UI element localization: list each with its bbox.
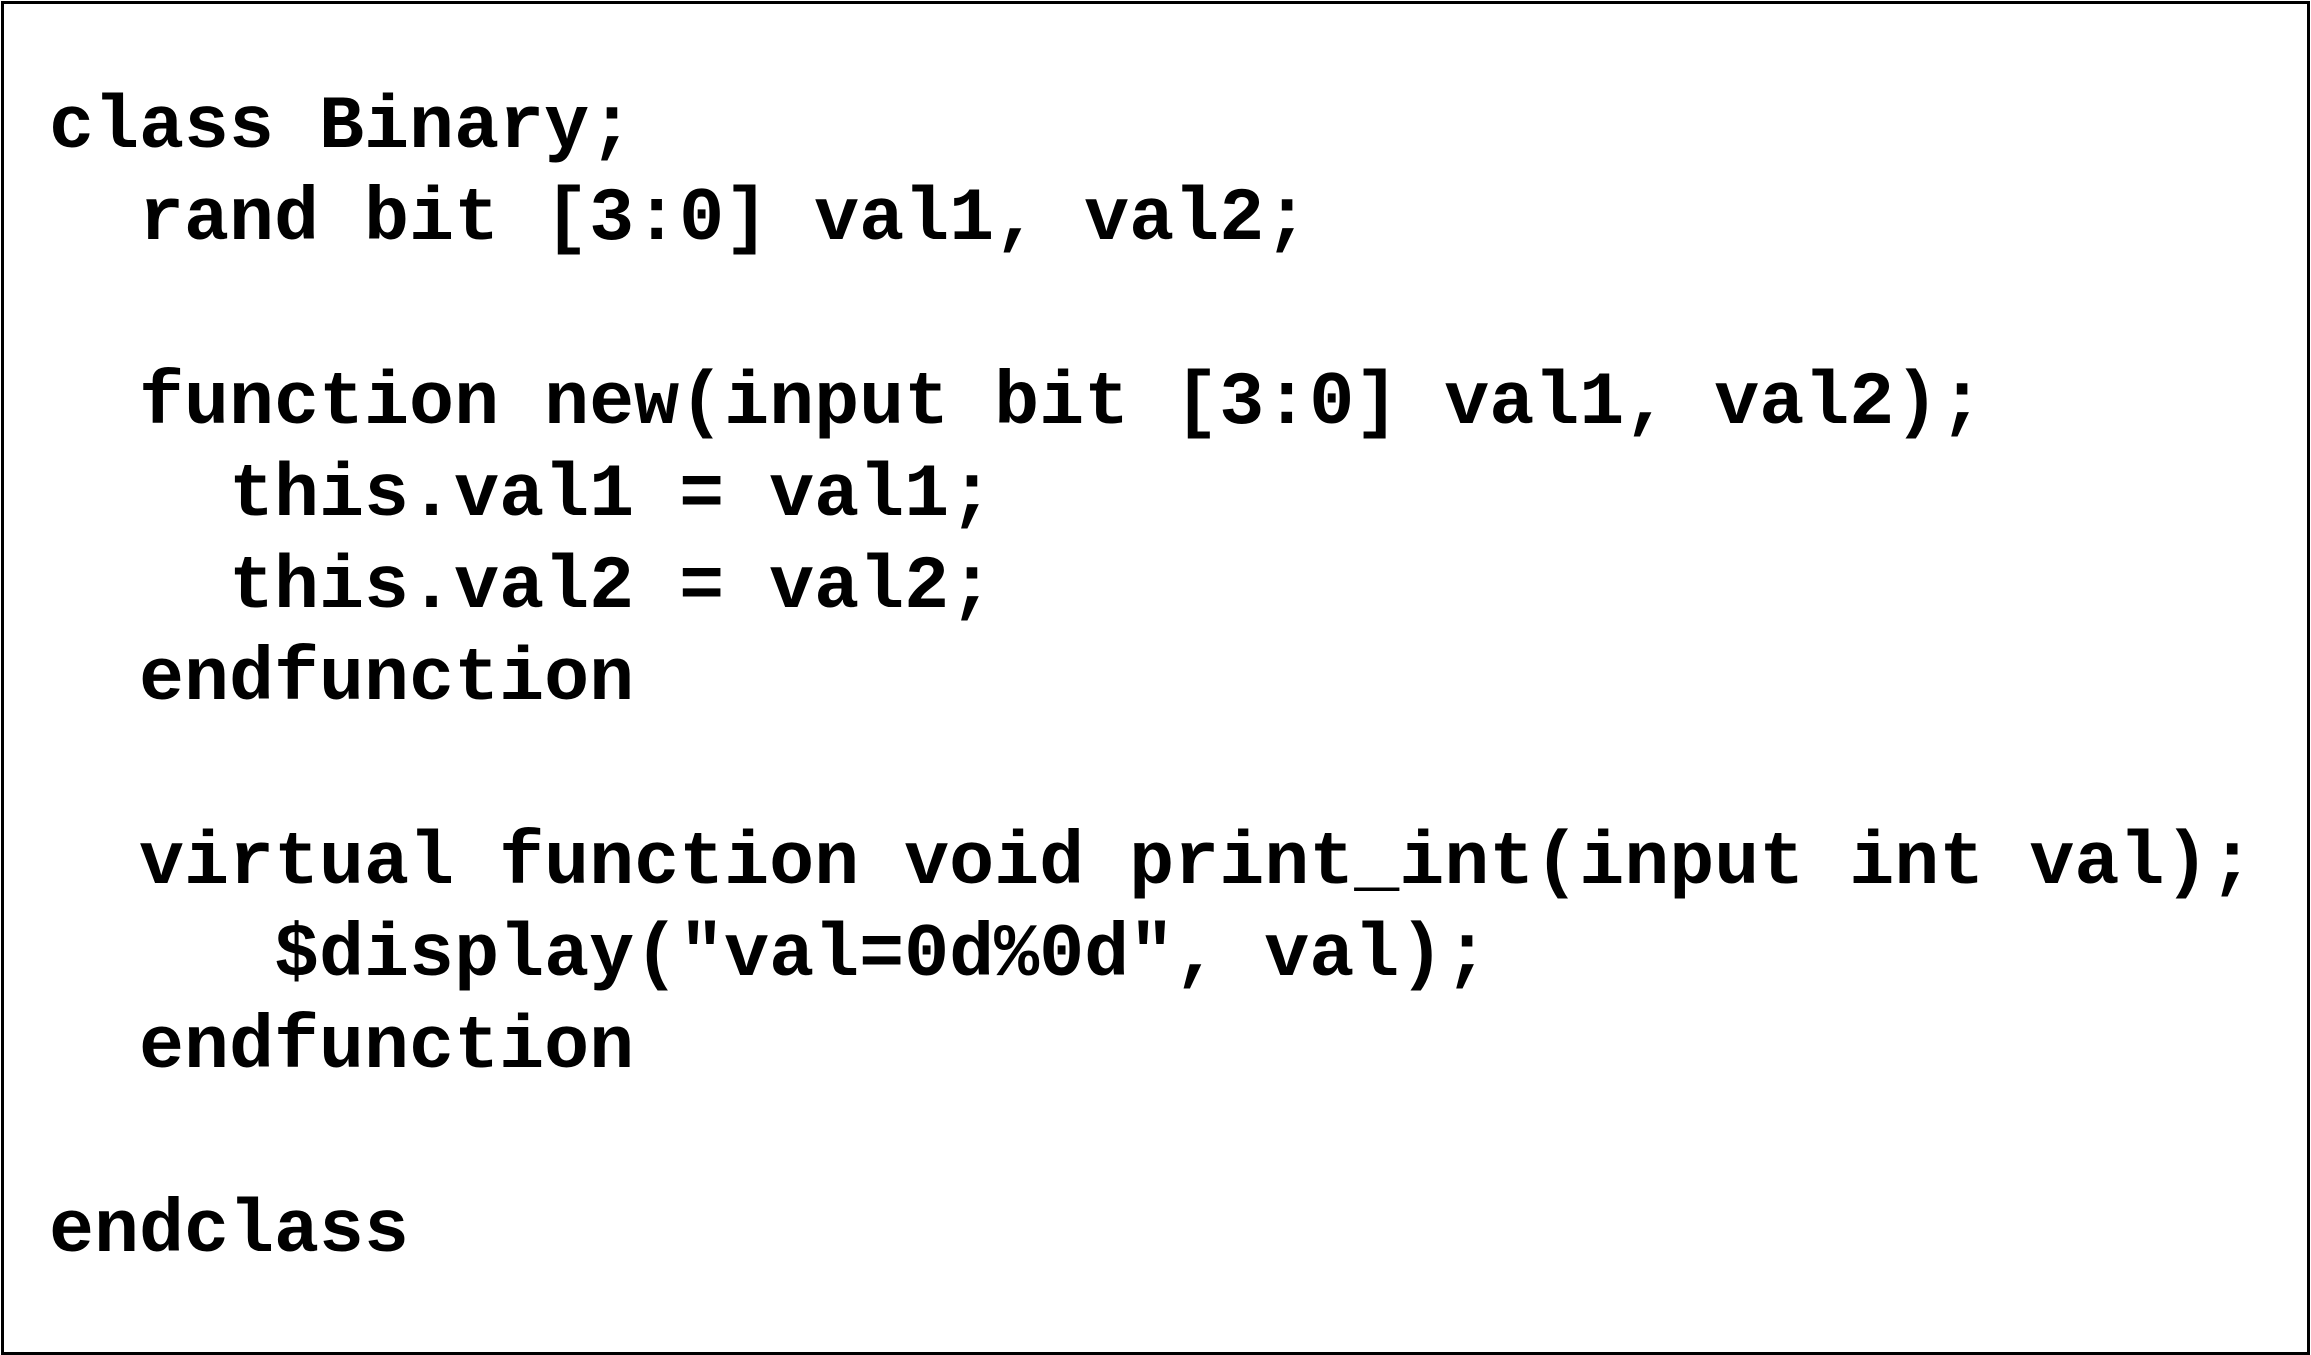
code-line: this.val2 = val2; [49,545,995,630]
code-line: class Binary; [49,85,635,170]
code-line: $display("val=0d%0d", val); [49,913,1490,998]
code-line: rand bit [3:0] val1, val2; [49,177,1310,262]
code-line: virtual function void print_int(input in… [49,821,2255,906]
code-line [49,726,2254,818]
code-line: endfunction [49,637,635,722]
code-line: endfunction [49,1005,635,1090]
code-line [49,266,2254,358]
code-listing: class Binary; rand bit [3:0] val1, val2;… [49,82,2254,1278]
code-line: this.val1 = val1; [49,453,995,538]
code-line: endclass [49,1189,410,1274]
code-line [49,1094,2254,1186]
code-line: function new(input bit [3:0] val1, val2)… [49,361,1985,446]
